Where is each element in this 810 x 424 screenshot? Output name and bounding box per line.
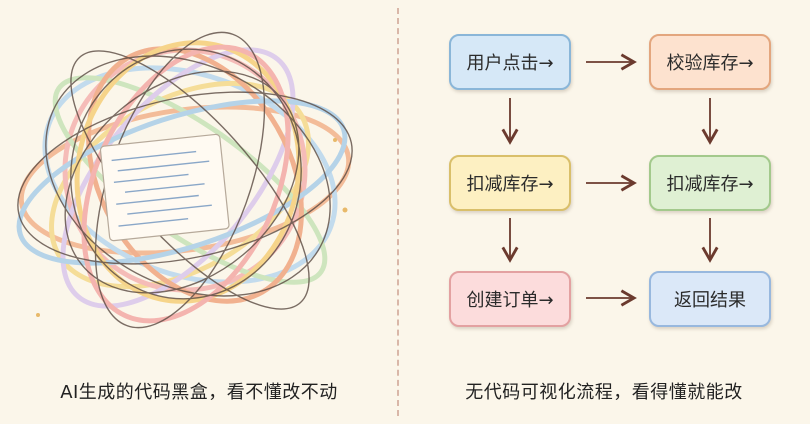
panel-divider bbox=[397, 8, 399, 416]
left-panel: AI生成的代码黑盒，看不懂改不动 bbox=[0, 0, 398, 424]
node-deduct-stock-left: 扣减库存→ bbox=[449, 155, 571, 211]
tangled-code-illustration bbox=[16, 31, 353, 329]
right-panel: 用户点击→ 校验库存→ 扣减库存→ 扣减库存→ 创建订单→ 返回结果 无代码可视… bbox=[398, 0, 810, 424]
node-deduct-stock-right: 扣减库存→ bbox=[649, 155, 771, 211]
flow-arrows bbox=[501, 53, 719, 307]
node-verify-stock: 校验库存→ bbox=[649, 34, 771, 90]
right-caption: 无代码可视化流程，看得懂就能改 bbox=[465, 382, 743, 403]
node-return-result: 返回结果 bbox=[649, 271, 771, 327]
code-sheet bbox=[99, 133, 230, 242]
node-user-click: 用户点击→ bbox=[449, 34, 571, 90]
left-caption: AI生成的代码黑盒，看不懂改不动 bbox=[60, 382, 338, 403]
node-create-order: 创建订单→ bbox=[449, 271, 571, 327]
